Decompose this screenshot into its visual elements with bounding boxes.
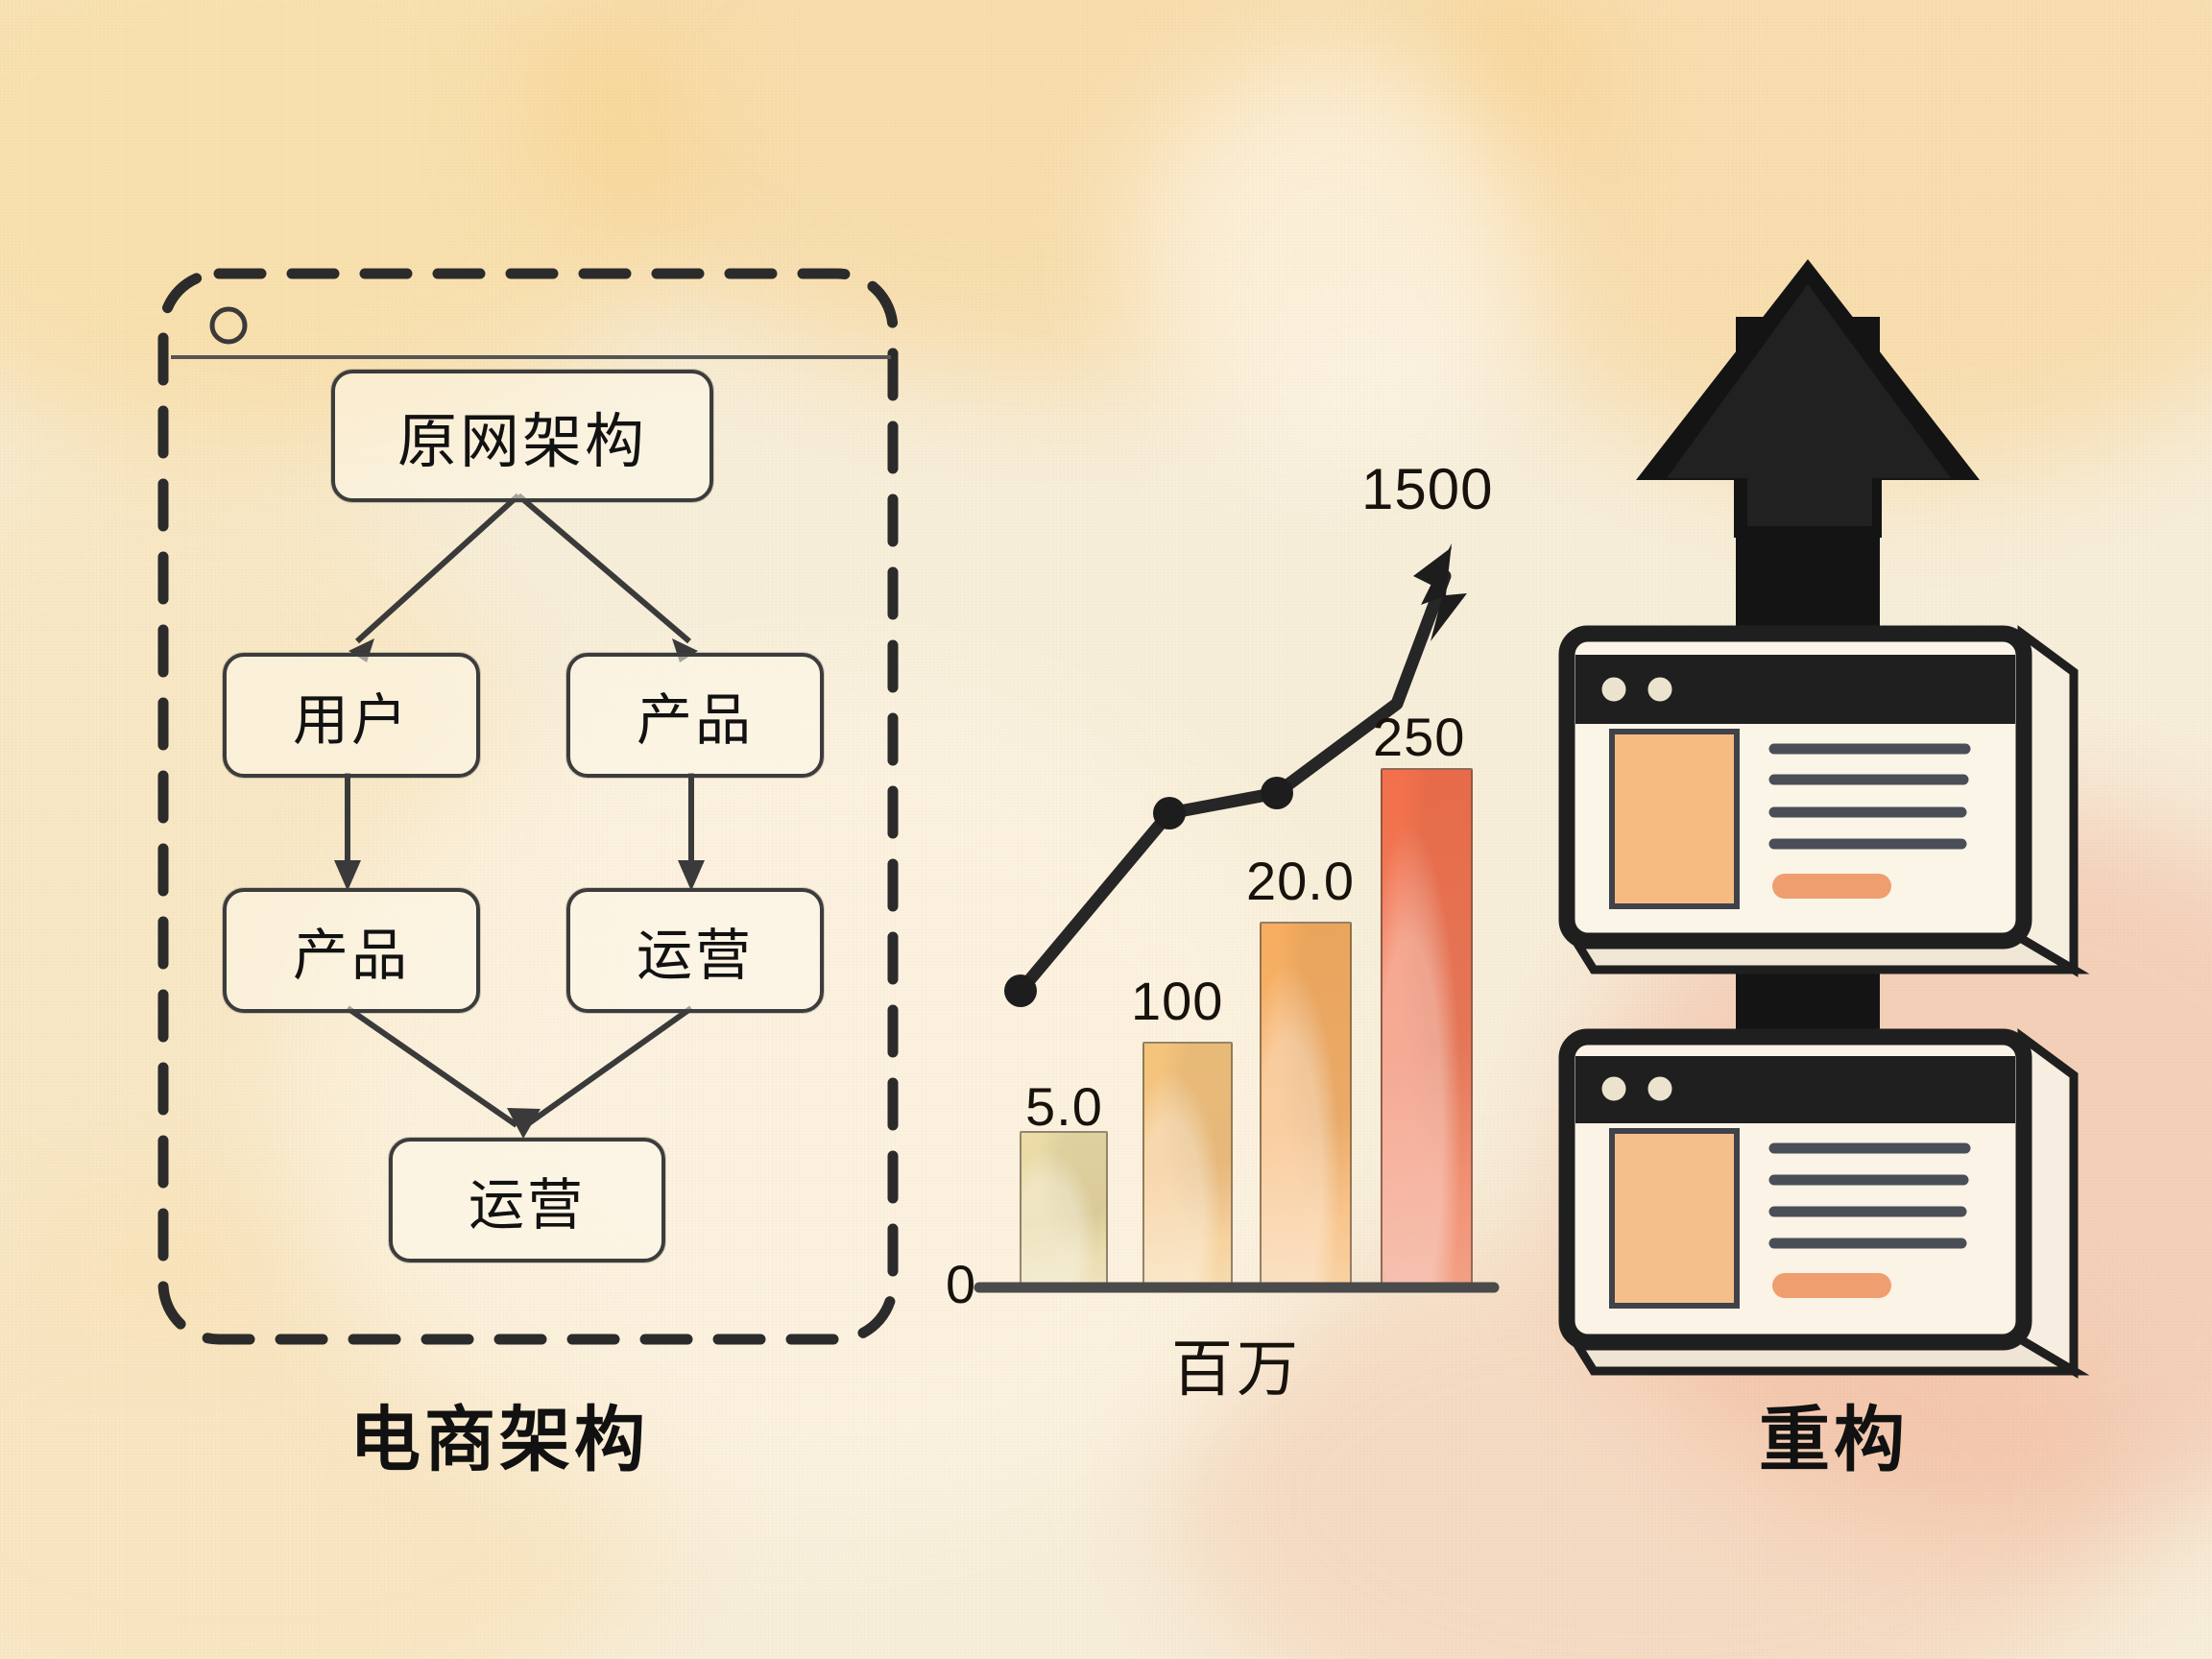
- arrowhead-icon: [678, 860, 705, 891]
- dashed-window-frame: [157, 268, 899, 1345]
- left-panel-caption: 电商架构: [349, 1400, 649, 1479]
- chart-bar-value-label: 250: [1373, 707, 1466, 767]
- chart-bar: [1260, 922, 1352, 1288]
- chart-bar-value-label: 5.0: [1025, 1076, 1103, 1137]
- flow-edge-ops1-ops2: [524, 1005, 693, 1128]
- chart-trend-marker: [1153, 797, 1186, 830]
- chart-bar: [1142, 1042, 1233, 1288]
- flow-node-operations-1[interactable]: 运营: [566, 888, 824, 1013]
- flow-node-label: 运营: [636, 925, 754, 987]
- chart-x-axis-label: 百万: [1171, 1334, 1302, 1404]
- circle-dot-icon: [209, 306, 248, 345]
- chart-trend-arrowhead-icon: [1413, 547, 1452, 589]
- flow-node-label: 原网架构: [397, 409, 647, 475]
- flow-node-label: 运营: [468, 1174, 586, 1237]
- window-thumbnail: [1609, 1128, 1740, 1309]
- chart-bar: [1381, 768, 1473, 1288]
- flow-node-product-1[interactable]: 产品: [566, 653, 824, 778]
- chart-bar-value-label: 20.0: [1246, 851, 1355, 911]
- window-dot-icon: [1597, 672, 1631, 707]
- flow-node-operations-2[interactable]: 运营: [389, 1138, 665, 1262]
- window-dot-icon: [1643, 672, 1677, 707]
- right-panel-caption: 重构: [1759, 1400, 1909, 1479]
- flow-node-label: 产品: [636, 689, 754, 752]
- browser-window-bottom: [1558, 1028, 2090, 1379]
- flow-edge-prod2-ops2: [346, 1005, 518, 1128]
- chart-axis-tick-zero: 0: [946, 1254, 977, 1314]
- flow-node-label: 产品: [292, 925, 410, 987]
- flow-edge-root-prod1: [517, 493, 691, 644]
- window-dot-icon: [1643, 1071, 1677, 1106]
- chart-trend-arrowhead-icon: [1421, 543, 1467, 641]
- flow-node-root[interactable]: 原网架构: [331, 370, 713, 502]
- window-accent-pill: [1772, 1273, 1891, 1298]
- chart-trend-annotation: 1500: [1361, 457, 1494, 521]
- chart-trend-marker: [1261, 777, 1293, 809]
- flow-node-product-2[interactable]: 产品: [223, 888, 480, 1013]
- chart-bar-value-label: 100: [1131, 971, 1224, 1031]
- window-thumbnail: [1609, 729, 1740, 909]
- browser-window-top: [1558, 625, 2090, 977]
- flow-node-user[interactable]: 用户: [223, 653, 480, 778]
- chart-bar: [1020, 1131, 1108, 1288]
- chart-trend-marker: [1004, 974, 1037, 1007]
- window-dot-icon: [1597, 1071, 1631, 1106]
- flow-edge-root-user: [354, 493, 521, 644]
- arrowhead-icon: [334, 860, 361, 891]
- window-accent-pill: [1772, 874, 1891, 899]
- arrowhead-icon: [507, 1108, 541, 1139]
- flow-node-label: 用户: [292, 689, 410, 752]
